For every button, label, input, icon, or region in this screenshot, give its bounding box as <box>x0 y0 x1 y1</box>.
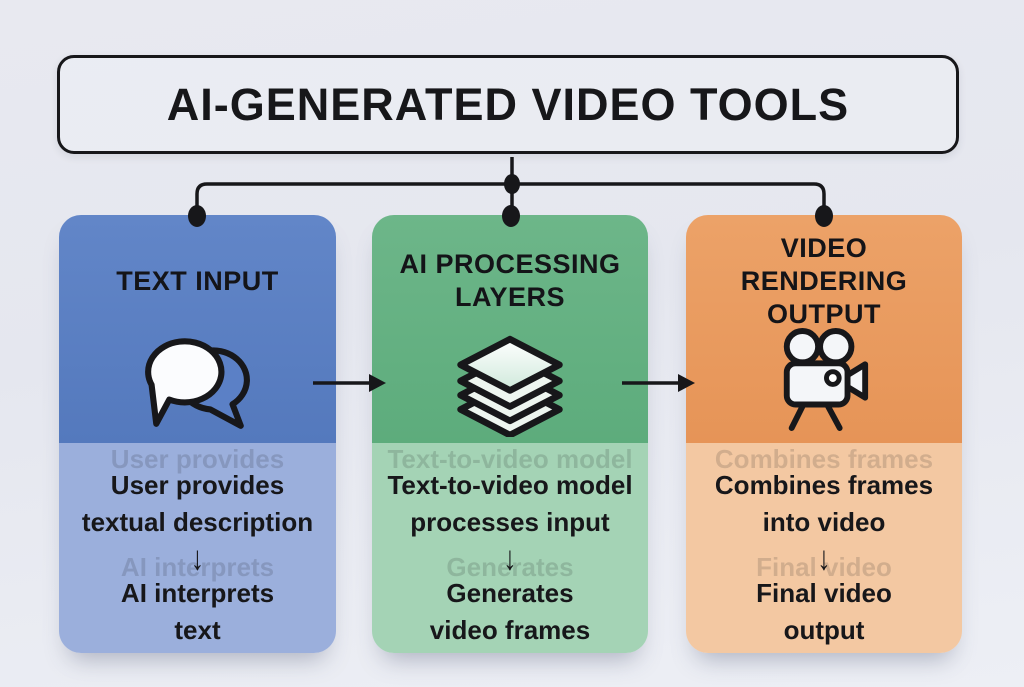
desc-block: Generates Generates video frames <box>372 552 648 649</box>
card-video-rendering-top: VIDEO RENDERING OUTPUT <box>686 215 962 443</box>
heading-line: LAYERS <box>454 282 566 312</box>
page-title: AI-GENERATED VIDEO TOOLS <box>166 78 850 130</box>
desc-line: text <box>174 615 221 645</box>
desc-block: User provides User provides textual desc… <box>59 444 336 541</box>
title-box: AI-GENERATED VIDEO TOOLS <box>57 55 959 154</box>
card-heading: VIDEO RENDERING OUTPUT <box>686 233 962 329</box>
desc-line: output <box>783 615 865 645</box>
layers-icon <box>452 317 568 443</box>
card-heading: AI PROCESSING LAYERS <box>391 245 628 317</box>
heading-line: TEXT INPUT <box>116 265 279 296</box>
desc-line: textual description <box>81 507 314 537</box>
desc-line: Final video <box>756 578 892 608</box>
down-arrow-icon: ↓ <box>817 539 831 577</box>
desc-line: Text-to-video model <box>387 470 633 500</box>
card-video-rendering-bottom: Combines frames Combines frames into vid… <box>686 443 962 653</box>
desc-block: Final video Final video output <box>686 552 962 649</box>
junction-dot <box>504 174 520 194</box>
desc-line: video frames <box>429 615 591 645</box>
desc-block: Text-to-video model Text-to-video model … <box>372 444 648 541</box>
card-text-input: TEXT INPUT User provides User provides t… <box>59 215 336 653</box>
heading-line: OUTPUT <box>767 298 881 329</box>
desc-line: processes input <box>410 507 610 537</box>
movie-camera-icon <box>775 317 873 443</box>
heading-line: VIDEO RENDERING <box>740 232 908 296</box>
card-ai-processing: AI PROCESSING LAYERS <box>372 215 648 653</box>
desc-line: Combines frames <box>714 470 934 500</box>
desc-line: User provides <box>110 470 285 500</box>
desc-block: Combines frames Combines frames into vid… <box>686 444 962 541</box>
card-ai-processing-bottom: Text-to-video model Text-to-video model … <box>372 443 648 653</box>
down-arrow-icon: ↓ <box>503 539 517 577</box>
speech-bubbles-icon <box>142 317 254 443</box>
desc-line: Generates <box>446 578 574 608</box>
connector-bus-line <box>195 182 826 210</box>
card-heading: TEXT INPUT <box>108 245 287 317</box>
heading-line: AI PROCESSING <box>399 249 621 279</box>
card-text-input-bottom: User provides User provides textual desc… <box>59 443 336 653</box>
desc-block: AI interprets AI interprets text <box>59 552 336 649</box>
card-text-input-top: TEXT INPUT <box>59 215 336 443</box>
desc-line: into video <box>762 507 886 537</box>
desc-line: AI interprets <box>120 578 275 608</box>
down-arrow-icon: ↓ <box>190 539 205 577</box>
card-video-rendering: VIDEO RENDERING OUTPUT Combi <box>686 215 962 653</box>
card-ai-processing-top: AI PROCESSING LAYERS <box>372 215 648 443</box>
